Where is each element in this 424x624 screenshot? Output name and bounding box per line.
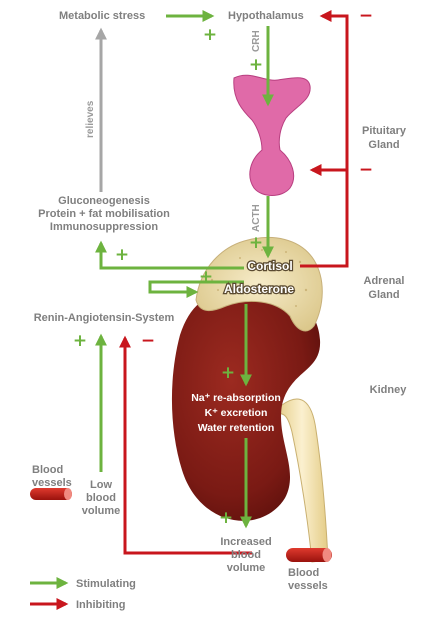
label-increased-line1: Increased	[220, 536, 271, 548]
label-kidney: Kidney	[370, 384, 408, 396]
plus-sign: +	[221, 363, 235, 383]
arrow-cortisol-to-effects	[95, 240, 244, 270]
blood-vessel-left-icon	[30, 488, 72, 500]
minus-sign: −	[141, 331, 155, 351]
label-blood-vessels-left-line1: Blood	[32, 464, 63, 476]
label-blood-vessels-right-line2: vessels	[288, 580, 328, 592]
label-effects-line1: Gluconeogenesis	[58, 195, 150, 207]
plus-sign: +	[203, 25, 217, 45]
label-aldosterone: Aldosterone	[224, 282, 294, 296]
label-increased-line2: blood	[231, 549, 261, 561]
label-effects-line3: Immunosuppression	[50, 221, 158, 233]
label-kidney-effect-2: K⁺ excretion	[205, 407, 268, 419]
inhibiting-arrows	[119, 9, 349, 555]
label-low-volume-line2: blood	[86, 492, 116, 504]
plus-sign: +	[115, 245, 129, 265]
label-acth: ACTH	[251, 204, 262, 232]
arrow-cortisol-feedback	[300, 9, 349, 268]
legend-stimulating-label: Stimulating	[76, 578, 136, 590]
label-increased-line3: volume	[227, 562, 266, 574]
label-adrenal-line2: Gland	[368, 289, 399, 301]
label-pituitary-line1: Pituitary	[362, 125, 407, 137]
label-kidney-effect-1: Na⁺ re-absorption	[191, 392, 281, 404]
legend: Stimulating Inhibiting	[30, 577, 136, 611]
plus-sign: +	[73, 331, 87, 351]
label-low-volume-line1: Low	[90, 479, 112, 491]
minus-sign: −	[359, 160, 373, 180]
pituitary-gland-shape	[233, 74, 311, 196]
label-crh: CRH	[251, 30, 262, 52]
label-metabolic-stress: Metabolic stress	[59, 10, 145, 22]
label-effects-line2: Protein + fat mobilisation	[38, 208, 170, 220]
label-blood-vessels-left-line2: vessels	[32, 477, 72, 489]
label-kidney-effect-3: Water retention	[198, 422, 275, 434]
plus-sign: +	[249, 55, 263, 75]
plus-sign: +	[219, 508, 233, 528]
adrenal-gland-shape	[195, 237, 323, 332]
plus-sign: +	[249, 233, 263, 253]
blood-vessel-right-icon	[286, 548, 332, 562]
label-blood-vessels-right-line1: Blood	[288, 567, 319, 579]
label-ras: Renin-Angiotensin-System	[34, 312, 175, 324]
stimulating-arrows	[95, 10, 274, 529]
label-relieves: relieves	[85, 100, 96, 138]
arrow-volume-feedback	[119, 335, 252, 555]
label-pituitary-line2: Gland	[368, 139, 399, 151]
signs: + + + + + + + + − − −	[73, 6, 373, 528]
label-cortisol: Cortisol	[247, 259, 292, 273]
label-adrenal-line1: Adrenal	[364, 275, 405, 287]
label-low-volume-line3: volume	[82, 505, 121, 517]
plus-sign: +	[199, 267, 213, 287]
minus-sign: −	[359, 6, 373, 26]
label-hypothalamus: Hypothalamus	[228, 10, 304, 22]
kidney-shape	[171, 286, 321, 521]
legend-inhibiting-label: Inhibiting	[76, 599, 125, 611]
arrow-cortisol-to-ras	[148, 280, 244, 298]
